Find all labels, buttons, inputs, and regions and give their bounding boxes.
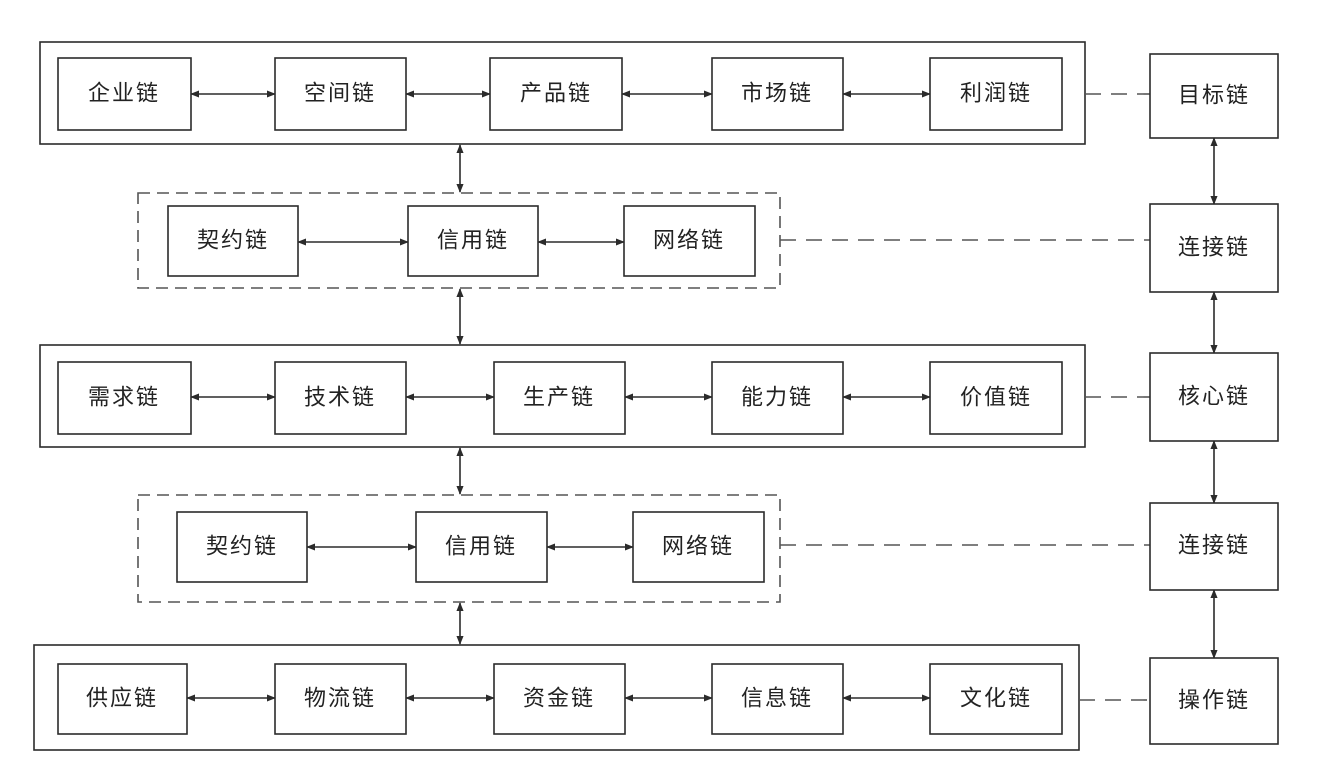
node-label: 供应链 bbox=[86, 687, 158, 712]
group-connect-layer-2 bbox=[137, 494, 781, 603]
node-network-chain: 网络链 bbox=[623, 205, 756, 277]
node-label: 空间链 bbox=[304, 82, 376, 107]
node-label: 网络链 bbox=[662, 535, 734, 560]
group-operation-layer bbox=[33, 644, 1080, 751]
node-value-chain: 价值链 bbox=[929, 361, 1063, 435]
node-label: 技术链 bbox=[304, 386, 376, 411]
node-label: 目标链 bbox=[1178, 84, 1250, 109]
group-target-layer bbox=[39, 41, 1086, 145]
side-node-connect-chain: 连接链 bbox=[1149, 502, 1279, 591]
node-label: 连接链 bbox=[1178, 236, 1250, 261]
node-capital-chain: 资金链 bbox=[493, 663, 626, 735]
node-label: 生产链 bbox=[523, 386, 595, 411]
node-supply-chain: 供应链 bbox=[57, 663, 188, 735]
side-node-connect-chain: 连接链 bbox=[1149, 203, 1279, 293]
node-label: 市场链 bbox=[741, 82, 813, 107]
node-demand-chain: 需求链 bbox=[57, 361, 192, 435]
node-label: 资金链 bbox=[523, 687, 595, 712]
node-label: 契约链 bbox=[197, 229, 269, 254]
node-label: 契约链 bbox=[206, 535, 278, 560]
node-culture-chain: 文化链 bbox=[929, 663, 1063, 735]
node-production-chain: 生产链 bbox=[493, 361, 626, 435]
node-network-chain: 网络链 bbox=[632, 511, 765, 583]
node-label: 信用链 bbox=[437, 229, 509, 254]
node-logistics-chain: 物流链 bbox=[274, 663, 407, 735]
node-label: 需求链 bbox=[88, 386, 160, 411]
node-label: 信息链 bbox=[741, 687, 813, 712]
node-credit-chain: 信用链 bbox=[407, 205, 539, 277]
side-node-operation-chain: 操作链 bbox=[1149, 657, 1279, 745]
node-label: 网络链 bbox=[653, 229, 725, 254]
node-product-chain: 产品链 bbox=[489, 57, 623, 131]
node-credit-chain: 信用链 bbox=[415, 511, 548, 583]
node-label: 文化链 bbox=[960, 687, 1032, 712]
node-information-chain: 信息链 bbox=[711, 663, 844, 735]
node-market-chain: 市场链 bbox=[711, 57, 844, 131]
node-label: 核心链 bbox=[1178, 385, 1250, 410]
node-enterprise-chain: 企业链 bbox=[57, 57, 192, 131]
node-contract-chain: 契约链 bbox=[167, 205, 299, 277]
side-node-target-chain: 目标链 bbox=[1149, 53, 1279, 139]
node-space-chain: 空间链 bbox=[274, 57, 407, 131]
node-contract-chain: 契约链 bbox=[176, 511, 308, 583]
node-label: 物流链 bbox=[304, 687, 376, 712]
node-label: 能力链 bbox=[741, 386, 813, 411]
node-label: 企业链 bbox=[88, 82, 160, 107]
node-label: 产品链 bbox=[520, 82, 592, 107]
group-core-layer bbox=[39, 344, 1086, 448]
node-profit-chain: 利润链 bbox=[929, 57, 1063, 131]
node-label: 连接链 bbox=[1178, 534, 1250, 559]
side-node-core-chain: 核心链 bbox=[1149, 352, 1279, 442]
node-label: 利润链 bbox=[960, 82, 1032, 107]
node-capability-chain: 能力链 bbox=[711, 361, 844, 435]
node-label: 信用链 bbox=[445, 535, 517, 560]
node-label: 价值链 bbox=[960, 386, 1032, 411]
node-label: 操作链 bbox=[1178, 689, 1250, 714]
node-technology-chain: 技术链 bbox=[274, 361, 407, 435]
